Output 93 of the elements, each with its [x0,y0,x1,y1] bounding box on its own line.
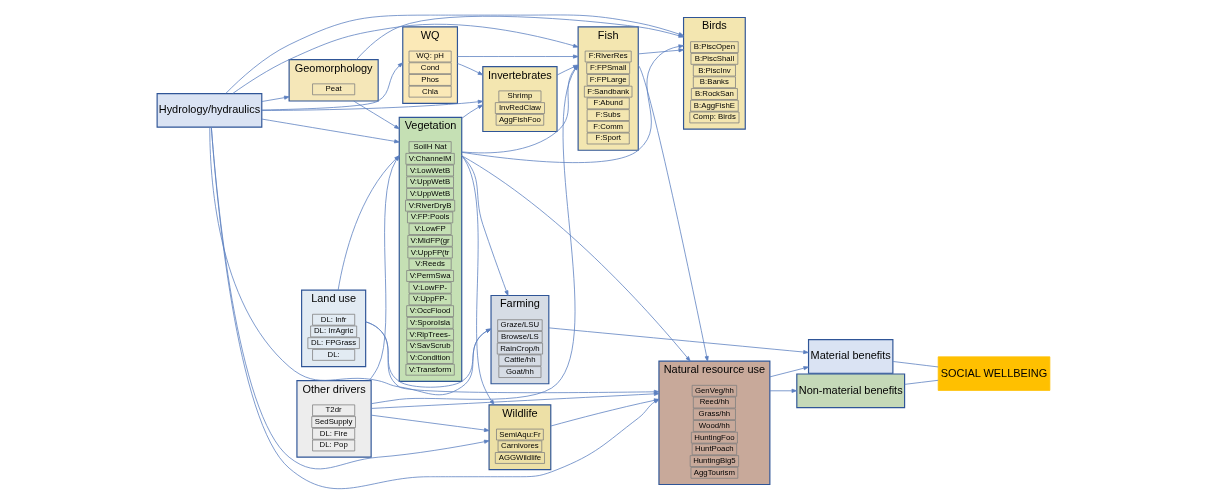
arrow [460,44,684,163]
node-box: DL: Fire [311,427,355,440]
arrow [370,414,489,432]
node-box: Comp: Birds [688,111,739,124]
connector [903,379,938,385]
node-box: Grass/hh [692,408,736,421]
arrow [460,155,494,406]
arrow [456,54,578,59]
arrow [460,155,508,296]
node-box: HuntingFoo [690,431,738,444]
node-box: F:Sandbank [583,85,632,98]
node-box: DL: FPGrass [307,337,360,349]
node-box: Phos [408,74,452,86]
node-box: Chla [408,85,452,98]
node-box: B:PiscInv [692,64,736,77]
node-box: InvRedClaw [494,102,545,114]
node-box: V:UppFP(tr [406,246,453,259]
node-box: V:OccFlood [405,305,454,317]
arrow [210,127,489,470]
node-box: V:UppWetB [405,188,454,200]
node-box: Browse/LS [496,331,543,343]
node-box: F:Sport [586,132,630,145]
node-box: F:RiverRes [584,50,632,63]
node-box: Carnivores [497,440,542,453]
node-box: F:FPSmall [585,62,630,75]
arrow [547,327,809,355]
node-box: V:UppWetB [405,176,454,189]
node-box: B:PiscOpen [689,41,739,53]
node-box: Hydrology/hydraulics [156,93,262,128]
node-box: V:RiverDryB [404,199,455,212]
node-box: V:Transform [405,363,455,376]
arrow [456,63,483,76]
node-box: Wood/hh [692,420,736,432]
node-box: B:Banks [692,76,736,89]
node-box: F:Comm [586,120,630,133]
node-box: SedSupply [310,416,356,428]
node-box: DL: Infr [311,313,355,326]
node-box: Cond [408,62,452,75]
arrow [769,366,809,378]
node-box: WQ: pH [408,50,452,63]
node-box: V:ChannelM [405,153,455,165]
node-box: SoilH Nat [408,141,452,153]
node-box: V:LowFP [408,223,452,235]
node-box: SOCIAL WELLBEING [937,356,1050,391]
arrow [460,155,691,362]
node-box: AGGWildlife [494,452,545,464]
node-box: V:Reeds [408,258,452,271]
arrow [260,99,483,111]
node-box: HuntPoach [691,443,737,456]
node-box: V:RipTrees- [405,328,454,341]
node-box: DL: Pop [311,439,355,452]
node-box: V:SporoIsla [406,317,454,329]
node-box: F:Subs [586,109,630,121]
arrow [261,95,289,102]
arrow [352,100,400,130]
node-box: V:FP:Pools [406,211,453,224]
node-box: B:AggFishE [689,99,739,112]
node-box: V:UppFP- [408,293,452,306]
node-box: GenVeg/hh [691,384,737,397]
node-box: V:LowFP- [408,281,452,294]
node-box: SemiAqu:Fr [495,428,544,441]
node-box: V:SavScrub [405,340,454,353]
node-box: Cattle/hh [497,354,541,367]
arrow [460,104,483,119]
node-box: DL: [311,349,355,361]
node-box: Material benefits [807,339,893,374]
arrow [637,64,709,362]
node-box: AggTourism [690,466,738,479]
arrow [637,48,684,55]
node-box: V:PermSwa [405,270,454,282]
arrow [261,62,403,111]
arrow [769,388,797,393]
node-box: DL: IrrAgric [309,325,357,338]
node-box: Goat/hh [497,366,541,378]
node-box: B:PiscShall [690,53,738,65]
arrow [208,127,491,396]
node-box: Non-material benefits [795,373,905,409]
node-box: Reed/hh [692,396,736,409]
node-box: T2dr [311,404,355,417]
node-box: AggFishFoo [495,113,544,126]
node-box: V:LowWetB [405,164,454,177]
node-box: RainCrop/h [496,342,543,355]
node-box: Shrimp [497,90,541,103]
node-box: V:MidFP(gr [406,235,453,247]
arrow [261,118,400,144]
node-box: Graze/LSU [496,319,543,332]
node-box: F:Abund [586,97,630,110]
node-box: Peat [311,83,355,96]
node-box: F:FPLarge [586,74,630,86]
node-box: HuntingBig5 [689,455,739,467]
node-box: B:RockSan [690,88,738,100]
node-box: V:Condition [406,352,454,364]
connector [892,361,938,368]
